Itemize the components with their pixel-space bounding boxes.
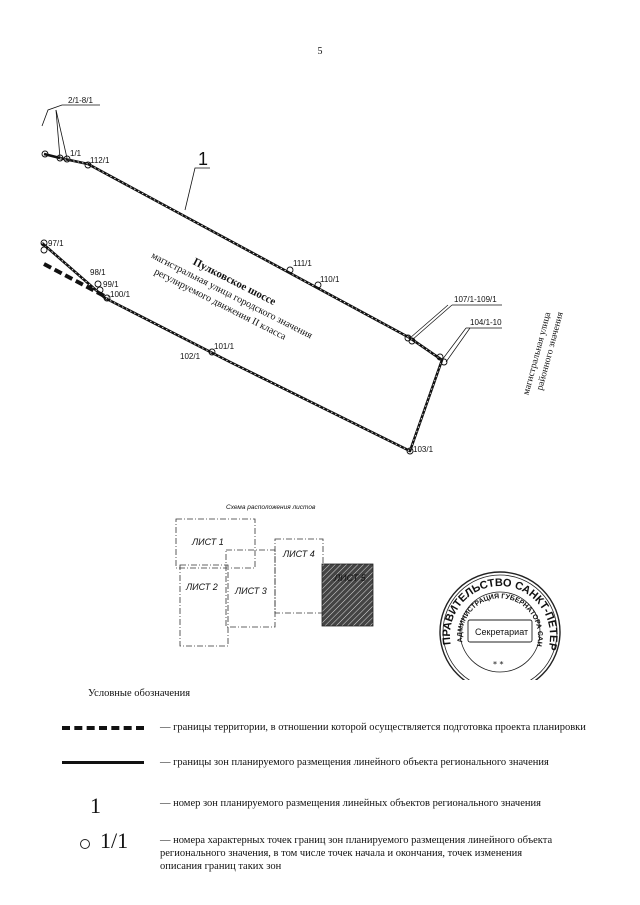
legend-item-territory: — границы территории, в отношении которо…	[160, 722, 586, 733]
legend-solid-line-symbol	[62, 761, 144, 764]
legend-zone-number-symbol: 1	[90, 793, 101, 818]
sheet-5-label: ЛИСТ 5	[333, 573, 367, 583]
point-label: 1/1	[70, 149, 82, 158]
map-drawing: 1 2/1-8/1 1/1 112/1 111/1 110/1 107/1-10…	[0, 0, 566, 680]
point-label: 104/1-10	[470, 318, 502, 327]
sheet-5-frame	[321, 563, 374, 627]
point-label: 98/1	[90, 268, 106, 277]
point-label: 102/1	[180, 352, 201, 361]
point-label: 107/1-109/1	[454, 295, 497, 304]
legend-dashed-line-symbol	[62, 726, 144, 730]
sheet-2-label: ЛИСТ 2	[185, 582, 218, 592]
page-number: 5	[317, 46, 323, 57]
leader-line	[441, 327, 467, 361]
point-label: 103/1	[413, 445, 434, 454]
legend-item-zone-number: — номер зон планируемого размещения лине…	[160, 798, 541, 809]
point-label: 101/1	[214, 342, 235, 351]
sheet-4-label: ЛИСТ 4	[282, 549, 315, 559]
territory-boundary-line	[43, 262, 109, 300]
leader-line	[41, 104, 100, 127]
point-label: 110/1	[320, 275, 340, 284]
scheme-title: Схема расположения листов	[226, 504, 316, 511]
sheet-1-label: ЛИСТ 1	[191, 537, 224, 547]
point-label: 100/1	[110, 290, 131, 299]
leader-line	[409, 304, 449, 339]
zone-boundary-texture	[41, 157, 443, 452]
stamp-star-icon: * *	[493, 660, 504, 669]
sheet-3-frame	[225, 549, 276, 628]
legend-point-circle-icon	[80, 839, 90, 849]
sheet-2-frame	[179, 564, 229, 647]
sheet-1-frame	[175, 518, 256, 569]
leader-line	[445, 327, 471, 363]
leader-line	[55, 109, 68, 159]
point-label: 2/1-8/1	[68, 96, 93, 105]
point-label: 99/1	[103, 280, 119, 289]
leader-line	[411, 304, 453, 341]
legend-item-points: — номера характерных точек границ зон пл…	[160, 835, 553, 872]
stamp-center-text: Секретариат	[475, 627, 528, 637]
zone-number: 1	[198, 149, 208, 169]
leader-line	[55, 109, 61, 159]
legend-title: Условные обозначения	[88, 688, 191, 699]
legend-item-zones: — границы зон планируемого размещения ли…	[160, 757, 549, 768]
point-label: 112/1	[90, 156, 110, 165]
point-label: 97/1	[48, 239, 64, 248]
street-desc-line1: магистральная улица городского значения	[149, 250, 314, 341]
sheet-3-label: ЛИСТ 3	[234, 586, 267, 596]
point-markers	[40, 150, 448, 455]
point-label: 111/1	[293, 259, 312, 268]
zone-number-leader	[184, 167, 210, 211]
legend-point-symbol: 1/1	[100, 828, 129, 853]
